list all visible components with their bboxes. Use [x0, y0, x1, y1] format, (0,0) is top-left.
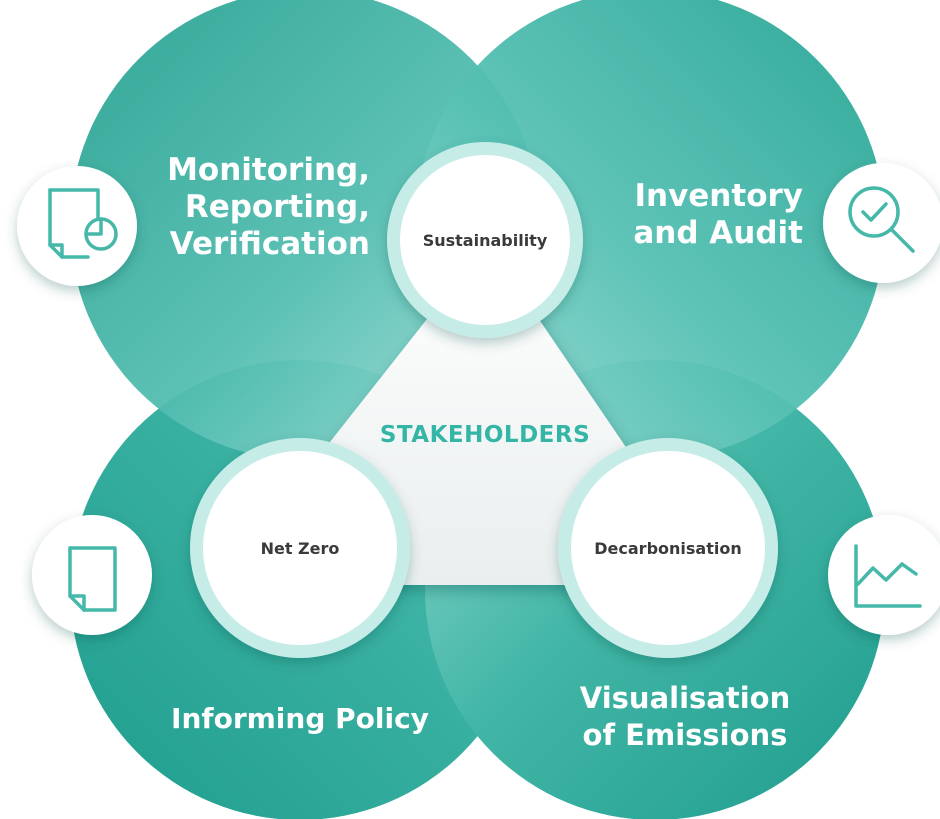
- node-decarbonisation-label: Decarbonisation: [594, 539, 742, 558]
- badge-bottom-right: [828, 515, 940, 635]
- node-sustainability-label: Sustainability: [422, 231, 548, 250]
- label-bottom-left: Informing Policy: [155, 700, 445, 737]
- label-top-left-line-3: Verification: [169, 226, 370, 262]
- label-bottom-right: Visualisation of Emissions: [565, 680, 805, 754]
- document-chart-icon: [48, 188, 118, 259]
- document-icon: [68, 546, 117, 612]
- label-bottom-left-line-1: Informing Policy: [171, 702, 429, 735]
- label-top-right-line-1: Inventory: [634, 178, 803, 214]
- label-top-left-line-1: Monitoring,: [167, 152, 370, 188]
- label-top-left-line-2: Reporting,: [184, 189, 370, 225]
- node-decarbonisation: [558, 438, 778, 658]
- magnifier-check-icon: [848, 186, 915, 253]
- label-top-right-line-2: and Audit: [633, 215, 803, 251]
- center-title: STAKEHOLDERS: [379, 422, 591, 448]
- label-bottom-right-line-2: of Emissions: [582, 718, 788, 752]
- line-chart-icon: [854, 544, 922, 608]
- node-sustainability: [387, 142, 583, 338]
- label-top-right: Inventory and Audit: [618, 178, 803, 252]
- node-net-zero: [190, 438, 410, 658]
- badge-top-left: [17, 166, 137, 286]
- node-net-zero-label: Net Zero: [260, 539, 340, 558]
- badge-bottom-left: [32, 515, 152, 635]
- label-bottom-right-line-1: Visualisation: [579, 681, 791, 715]
- badge-top-right: [823, 163, 940, 283]
- label-top-left: Monitoring, Reporting, Verification: [160, 152, 370, 263]
